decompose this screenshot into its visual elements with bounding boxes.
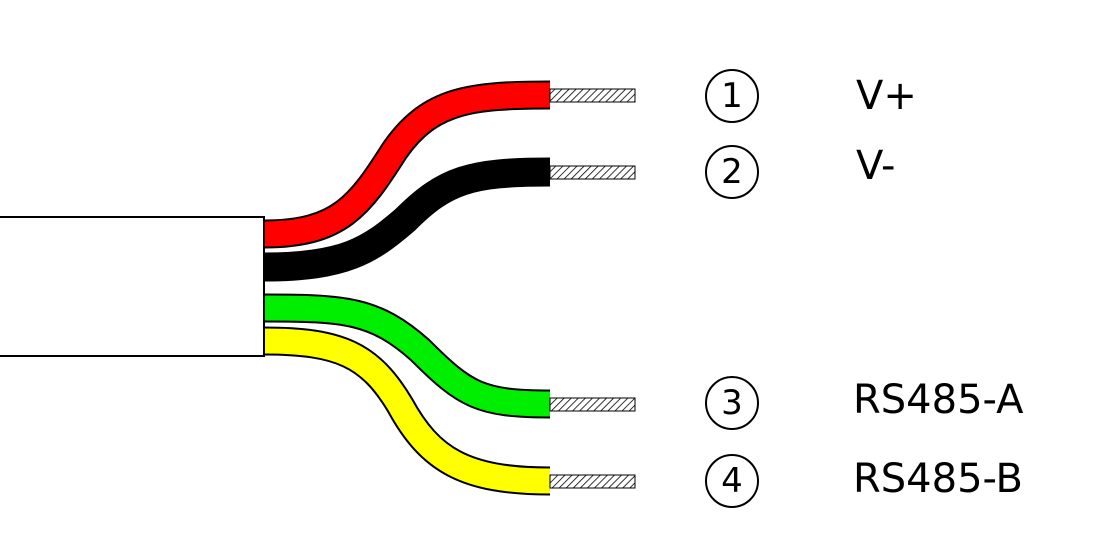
pin-1: 1 V+ (705, 69, 917, 123)
pin-2-circle (705, 145, 759, 199)
wire-4-insulation-fill (263, 328, 551, 494)
pin-4-label: RS485-B (853, 456, 1023, 502)
wire-2-insulation-fill (263, 157, 551, 282)
pin-1-number: 1 (721, 76, 743, 116)
wire-4-conductor (549, 474, 636, 489)
wire-3-conductor (549, 397, 636, 412)
pin-4-circle (705, 454, 759, 508)
pin-1-circle (705, 69, 759, 123)
wire-2-conductor (549, 165, 636, 180)
pin-2-number: 2 (721, 152, 743, 192)
wire-3-insulation-fill (263, 295, 551, 417)
wire-1-insulation-fill (263, 82, 551, 247)
pin-4-number: 4 (721, 461, 743, 501)
pin-3-circle (705, 376, 759, 430)
wire-1-conductor (549, 88, 636, 103)
pin-2-label: V- (856, 143, 895, 189)
wire-4 (263, 326, 636, 496)
wire-1 (263, 80, 636, 249)
wire-2 (263, 157, 636, 282)
pin-4: 4 RS485-B (705, 454, 1023, 508)
pin-2: 2 V- (705, 143, 895, 199)
pin-1-label: V+ (856, 73, 917, 119)
pin-3-number: 3 (721, 383, 743, 423)
cable-jacket (0, 216, 265, 357)
wire-3 (263, 293, 636, 419)
pin-3-label: RS485-A (853, 377, 1024, 423)
pin-3: 3 RS485-A (705, 376, 1024, 430)
